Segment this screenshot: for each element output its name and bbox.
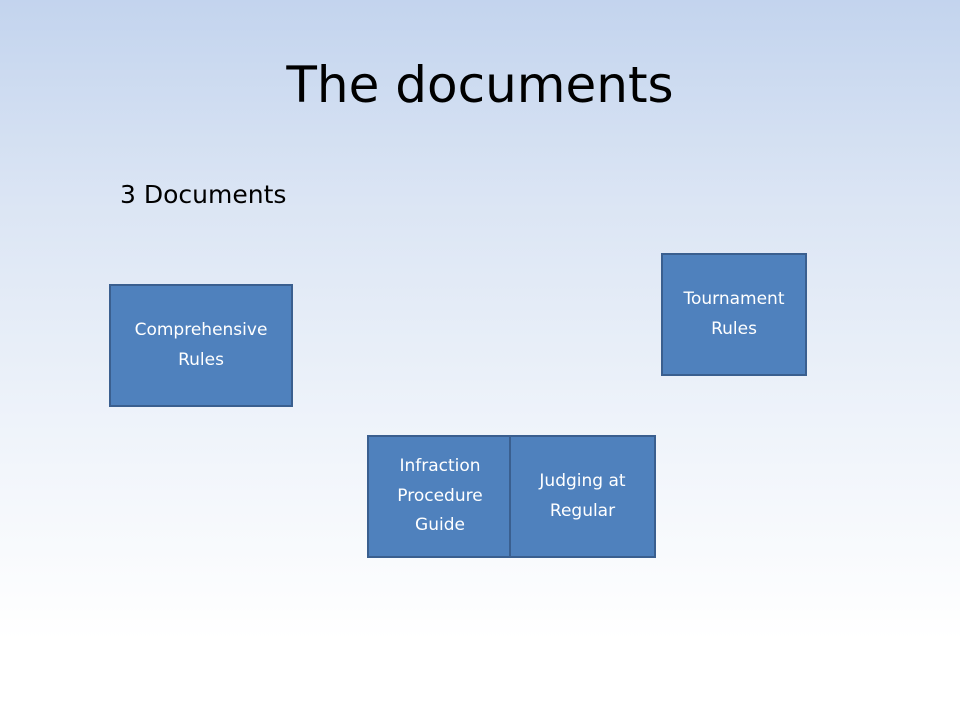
box-comprehensive-rules: Comprehensive Rules — [109, 284, 293, 407]
box-label: Comprehensive Rules — [134, 319, 268, 370]
box-judging-at-regular: Judging at Regular — [509, 435, 656, 558]
box-label: Tournament Rules — [683, 288, 785, 339]
slide-subtitle: 3 Documents — [120, 180, 287, 209]
box-label: Infraction Procedure Guide — [397, 455, 483, 536]
box-label: Judging at Regular — [539, 470, 626, 521]
box-infraction-procedure-guide: Infraction Procedure Guide — [367, 435, 513, 558]
slide-title: The documents — [286, 56, 674, 114]
box-tournament-rules: Tournament Rules — [661, 253, 807, 376]
